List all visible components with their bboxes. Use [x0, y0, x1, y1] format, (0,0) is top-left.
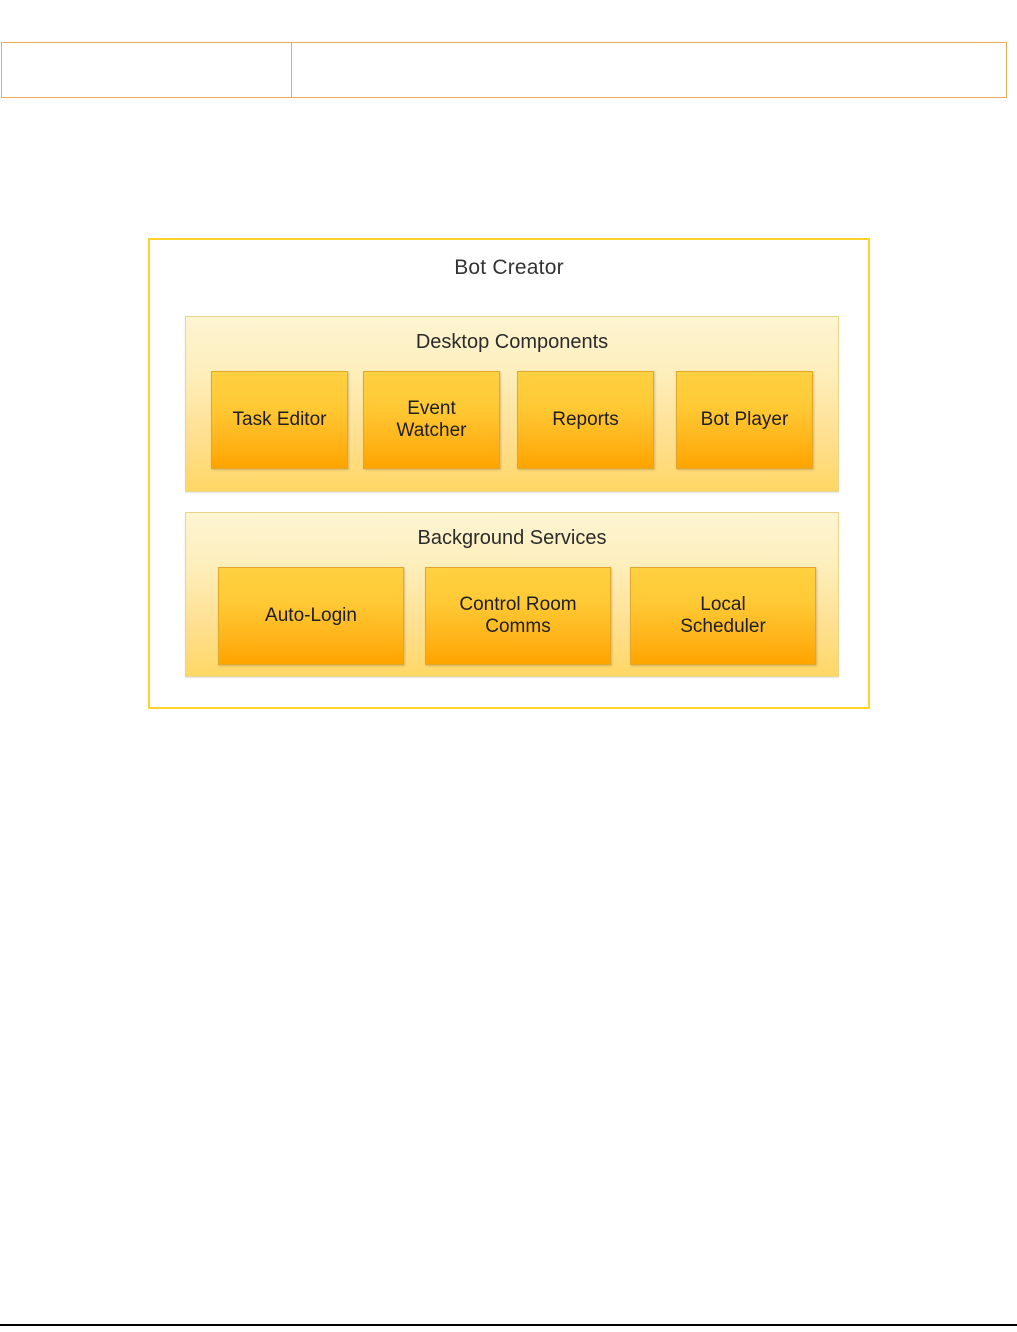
component-box-task-editor[interactable]: Task Editor — [211, 371, 348, 469]
component-label: Reports — [552, 408, 619, 430]
component-label: Auto-Login — [265, 604, 357, 626]
component-label: Bot Player — [700, 408, 789, 430]
section-title-background-services: Background Services — [417, 527, 607, 549]
component-label: Task Editor — [232, 408, 327, 430]
section-title-desktop-components: Desktop Components — [415, 331, 609, 353]
page-bottom-rule — [0, 1324, 1017, 1326]
bot-creator-diagram: Bot Creator Desktop Components Task Edit… — [148, 238, 870, 709]
component-box-reports[interactable]: Reports — [517, 371, 654, 469]
diagram-title: Bot Creator — [454, 256, 564, 279]
table-cell-right — [292, 43, 1006, 97]
section-background-services: Background Services Auto-Login Control R… — [185, 512, 839, 677]
component-box-auto-login[interactable]: Auto-Login — [218, 567, 404, 665]
table-cell-left — [2, 43, 292, 97]
component-box-bot-player[interactable]: Bot Player — [676, 371, 813, 469]
top-table — [1, 42, 1007, 98]
